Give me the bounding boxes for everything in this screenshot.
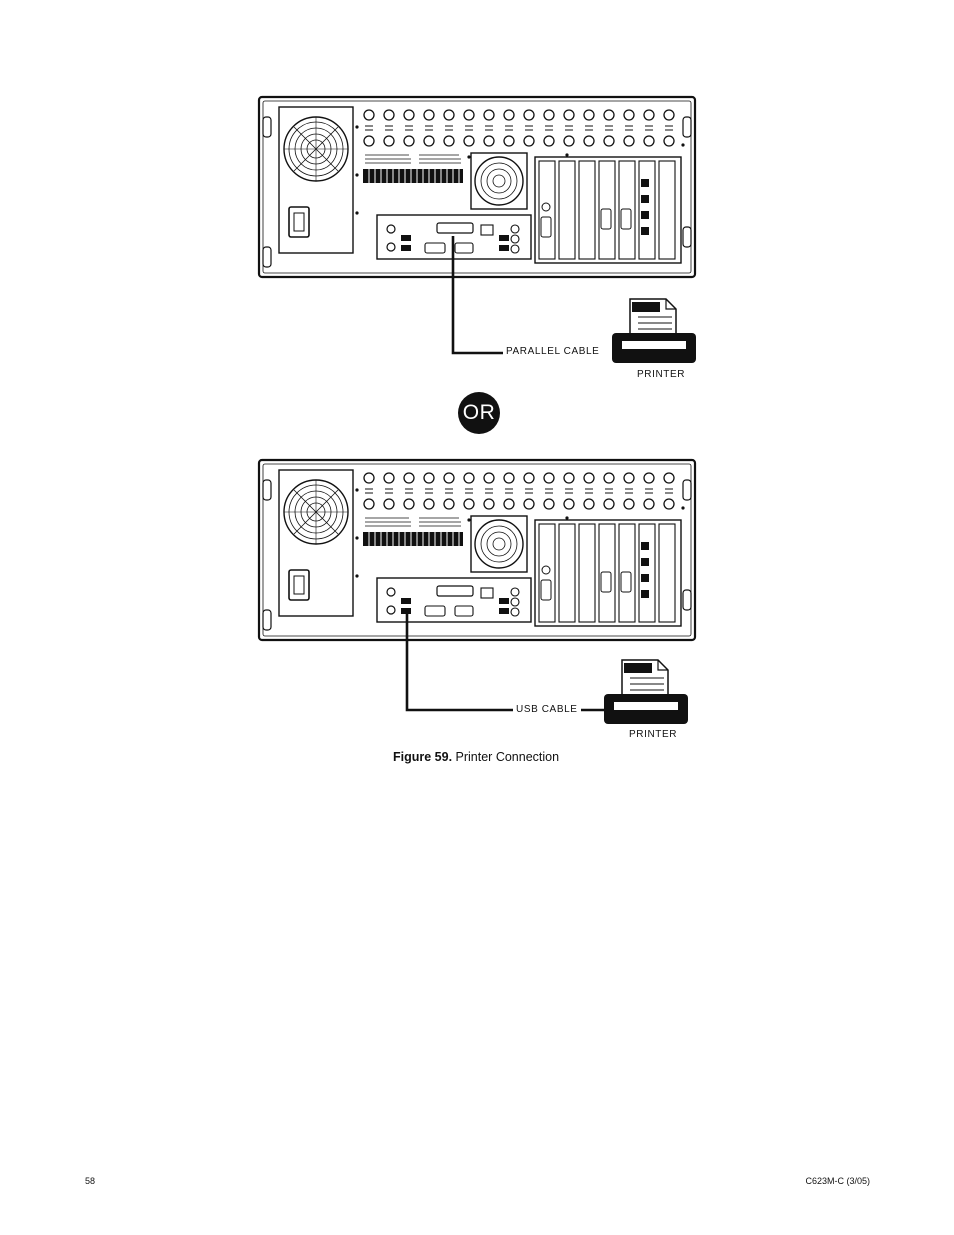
figure-number: Figure 59. [393, 750, 453, 764]
dvr-rear-panel-top [257, 95, 697, 279]
figure-caption: Figure 59. Printer Connection [393, 750, 559, 764]
figure-title: Printer Connection [455, 750, 560, 764]
dvr-rear-panel-bottom [257, 458, 697, 642]
printer-label-top: PRINTER [634, 369, 689, 380]
page-number: 58 [85, 1176, 96, 1186]
printer-icon-top [611, 298, 697, 364]
or-badge: OR [458, 392, 500, 434]
usb-cable-label: USB CABLE [513, 704, 581, 715]
printer-icon-bottom [603, 659, 689, 725]
document-id: C623M-C (3/05) [805, 1176, 870, 1186]
printer-label-bottom: PRINTER [626, 729, 681, 740]
parallel-cable-label: PARALLEL CABLE [503, 346, 603, 357]
